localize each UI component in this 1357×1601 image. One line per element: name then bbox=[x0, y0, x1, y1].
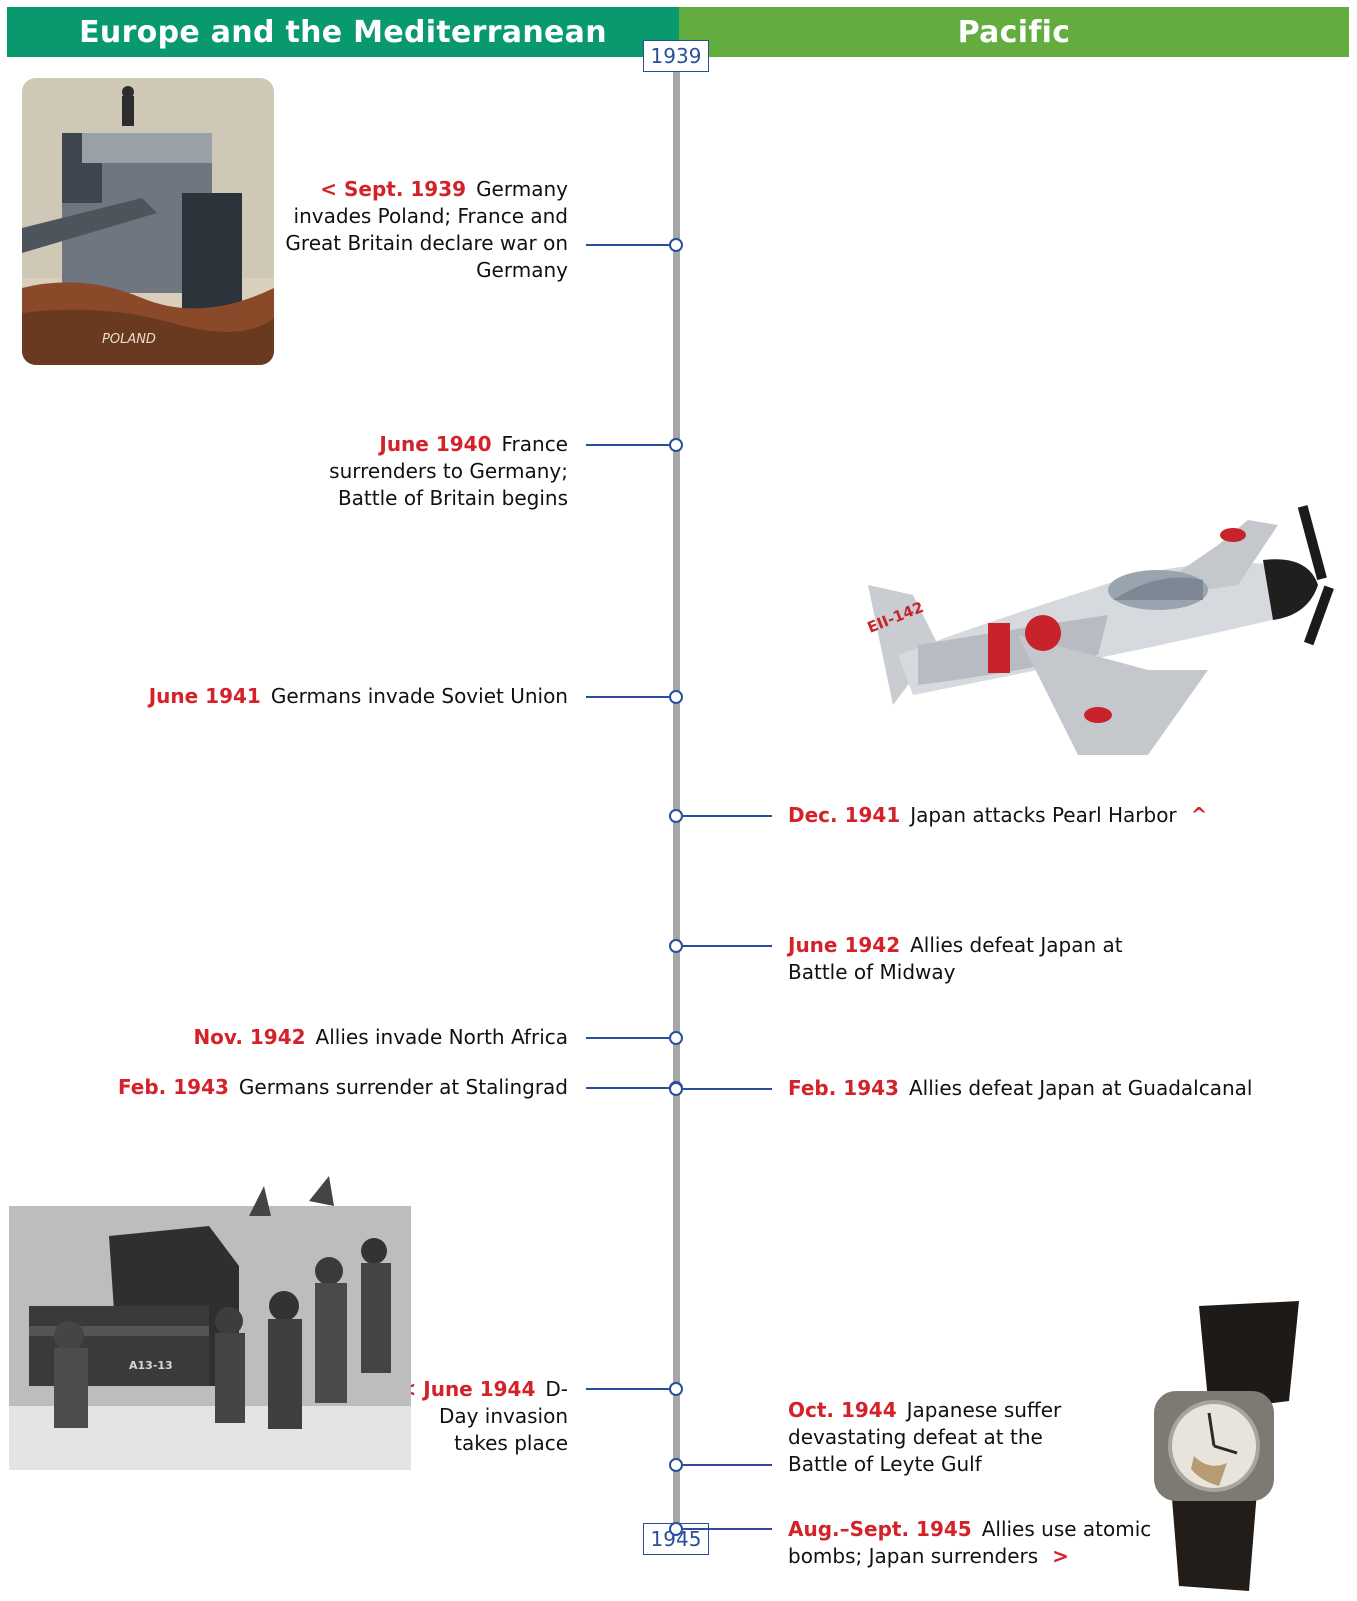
event-text: Germans invade Soviet Union bbox=[270, 684, 568, 708]
right-arrow-icon: > bbox=[1038, 1544, 1069, 1568]
event-text: D-Day invasion takes place bbox=[438, 1377, 568, 1455]
timeline-dot bbox=[669, 438, 683, 452]
left-arrow-icon: < bbox=[320, 177, 344, 201]
event-text: Allies defeat Japan at Battle of Midway bbox=[788, 933, 1123, 984]
event-dec-1941: Dec. 1941 Japan attacks Pearl Harbor ^ bbox=[788, 802, 1228, 829]
connector bbox=[586, 1087, 673, 1089]
timeline-dot bbox=[669, 1082, 683, 1096]
connector bbox=[680, 1528, 772, 1530]
connector bbox=[586, 244, 673, 246]
event-date: Sept. 1939 bbox=[343, 177, 467, 201]
event-date: Feb. 1943 bbox=[117, 1075, 229, 1099]
event-text: Allies invade North Africa bbox=[315, 1025, 568, 1049]
connector bbox=[586, 1388, 673, 1390]
connector bbox=[680, 1088, 772, 1090]
event-date: June 1941 bbox=[148, 684, 261, 708]
event-date: Oct. 1944 bbox=[788, 1398, 897, 1422]
start-year-box: 1939 bbox=[643, 40, 709, 72]
event-nov-1942: Nov. 1942 Allies invade North Africa bbox=[108, 1024, 568, 1051]
connector bbox=[680, 815, 772, 817]
event-date: Nov. 1942 bbox=[193, 1025, 306, 1049]
event-text: Allies use atomic bombs; Japan surrender… bbox=[788, 1517, 1152, 1568]
header-pacific: Pacific bbox=[679, 7, 1349, 57]
event-june-1941: June 1941 Germans invade Soviet Union bbox=[88, 683, 568, 710]
connector bbox=[680, 1464, 772, 1466]
event-feb-1943-pacific: Feb. 1943 Allies defeat Japan at Guadalca… bbox=[788, 1075, 1278, 1102]
timeline-dot bbox=[669, 809, 683, 823]
header-europe: Europe and the Mediterranean bbox=[7, 7, 679, 57]
timeline-axis bbox=[673, 60, 680, 1545]
event-date: June 1944 bbox=[423, 1377, 536, 1401]
up-arrow-icon: ^ bbox=[1176, 803, 1208, 827]
d-day-soldiers-photo-icon: A13-13 bbox=[9, 1176, 411, 1470]
event-text: Germans surrender at Stalingrad bbox=[238, 1075, 568, 1099]
event-feb-1943-europe: Feb. 1943 Germans surrender at Stalingrad bbox=[78, 1074, 568, 1101]
event-date: June 1942 bbox=[788, 933, 901, 957]
timeline-dot bbox=[669, 1522, 683, 1536]
timeline-dot bbox=[669, 1031, 683, 1045]
connector bbox=[680, 945, 772, 947]
event-date: Dec. 1941 bbox=[788, 803, 901, 827]
timeline-dot bbox=[669, 939, 683, 953]
timeline-dot bbox=[669, 1458, 683, 1472]
japanese-fighter-plane-icon: EII-142 bbox=[865, 505, 1334, 755]
event-text: Allies defeat Japan at Guadalcanal bbox=[908, 1076, 1253, 1100]
timeline-dot bbox=[669, 238, 683, 252]
poland-cartoon-icon: POLAND bbox=[22, 78, 274, 365]
event-date: June 1940 bbox=[379, 432, 492, 456]
event-date: Feb. 1943 bbox=[788, 1076, 899, 1100]
stopped-wristwatch-icon bbox=[1154, 1301, 1299, 1591]
dday-label: A13-13 bbox=[129, 1359, 173, 1372]
connector bbox=[586, 444, 673, 446]
timeline-dot bbox=[669, 1382, 683, 1396]
poland-label: POLAND bbox=[102, 332, 156, 347]
connector bbox=[586, 1037, 673, 1039]
event-text: Germany invades Poland; France and Great… bbox=[285, 177, 568, 282]
event-text: Japan attacks Pearl Harbor bbox=[910, 803, 1177, 827]
event-date: Aug.–Sept. 1945 bbox=[788, 1517, 972, 1541]
event-text: France surrenders to Germany; Battle of … bbox=[329, 432, 568, 510]
connector bbox=[586, 696, 673, 698]
event-text: Japanese suffer devastating defeat at th… bbox=[788, 1398, 1062, 1476]
timeline-dot bbox=[669, 690, 683, 704]
